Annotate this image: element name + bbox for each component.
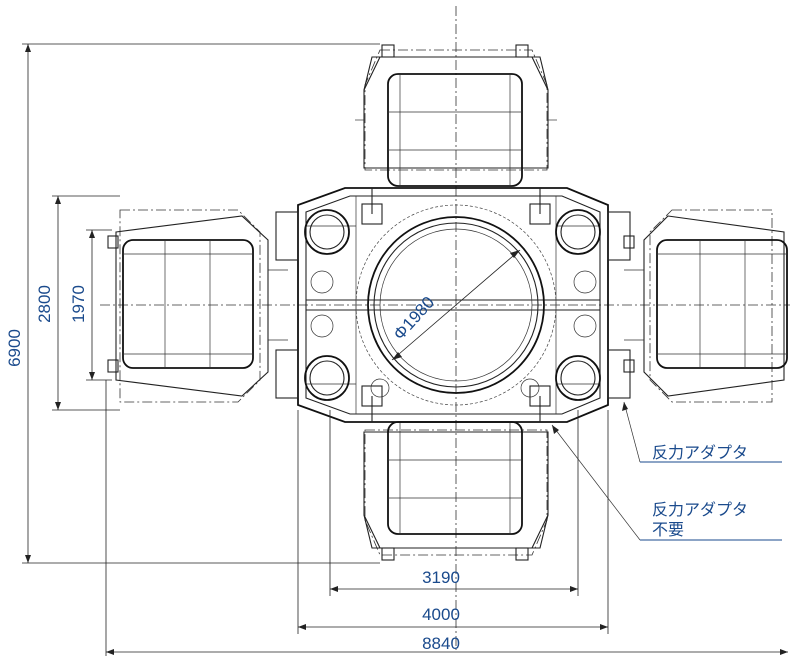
dimension-lines	[22, 43, 788, 656]
callouts: 反力アダプタ 反力アダプタ 不要	[551, 401, 782, 541]
dim-2800: 2800	[35, 285, 54, 323]
dim-1970: 1970	[69, 285, 88, 323]
top-crawler-unit	[355, 44, 557, 187]
dim-8840: 8840	[422, 634, 460, 653]
center-ring	[355, 204, 557, 406]
right-crawler-unit	[623, 209, 788, 403]
callout-reaction-adapter: 反力アダプタ	[652, 443, 748, 462]
callout-reaction-adapter-not-required-1: 反力アダプタ	[652, 500, 748, 519]
callout-reaction-adapter-not-required-2: 不要	[652, 520, 684, 539]
dimension-text: 6900 2800 1970 3190 4000 8840 Φ1980	[5, 285, 460, 653]
bottom-crawler-unit	[363, 421, 549, 561]
dim-4000: 4000	[422, 605, 460, 624]
corner-cylinders	[304, 209, 601, 401]
dim-6900: 6900	[5, 329, 24, 367]
center-lines	[100, 6, 790, 650]
dim-3190: 3190	[422, 568, 460, 587]
left-crawler-unit	[107, 209, 288, 403]
